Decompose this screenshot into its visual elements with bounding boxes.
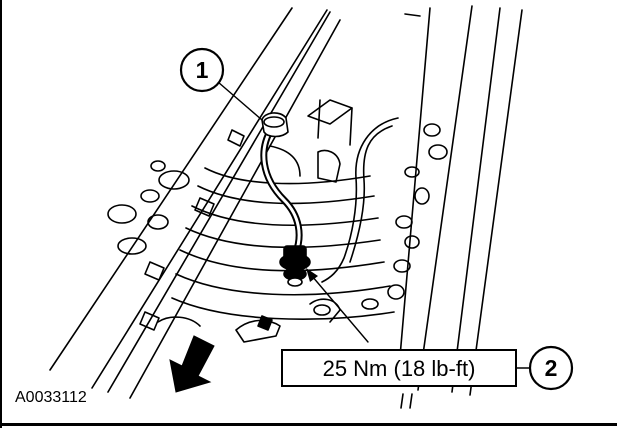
- routed-cable: [321, 117, 399, 283]
- routed-cable-edge: [349, 125, 393, 263]
- sensor-body: [279, 245, 311, 287]
- oval-holes-left: [107, 160, 190, 255]
- rail-notches: [139, 129, 245, 331]
- frame-border-bottom: [0, 423, 617, 426]
- cross-member-curves: [171, 167, 395, 320]
- tick-marks: [400, 393, 413, 409]
- leader-arrowhead-2: [306, 268, 318, 282]
- lower-mount: [157, 298, 341, 343]
- torque-spec-label: 25 Nm (18 lb-ft): [281, 349, 517, 387]
- harness-connector: [261, 112, 289, 138]
- upper-brackets: [269, 99, 353, 183]
- figure-id: A0033112: [15, 389, 87, 406]
- frame-rail-lines: [49, 5, 523, 399]
- callout-1: 1: [179, 47, 225, 93]
- callout-1-number: 1: [196, 57, 209, 83]
- sensor-harness-core: [262, 126, 301, 254]
- direction-arrow-icon: [169, 335, 215, 393]
- frame-border-left: [0, 0, 2, 428]
- torque-spec-text: 25 Nm (18 lb-ft): [323, 356, 476, 381]
- leader-line-2: [311, 275, 369, 343]
- callout-2-number: 2: [545, 355, 558, 381]
- callout-2: 2: [528, 345, 574, 391]
- leader-line-1: [217, 81, 263, 121]
- oval-holes-right: [361, 123, 448, 310]
